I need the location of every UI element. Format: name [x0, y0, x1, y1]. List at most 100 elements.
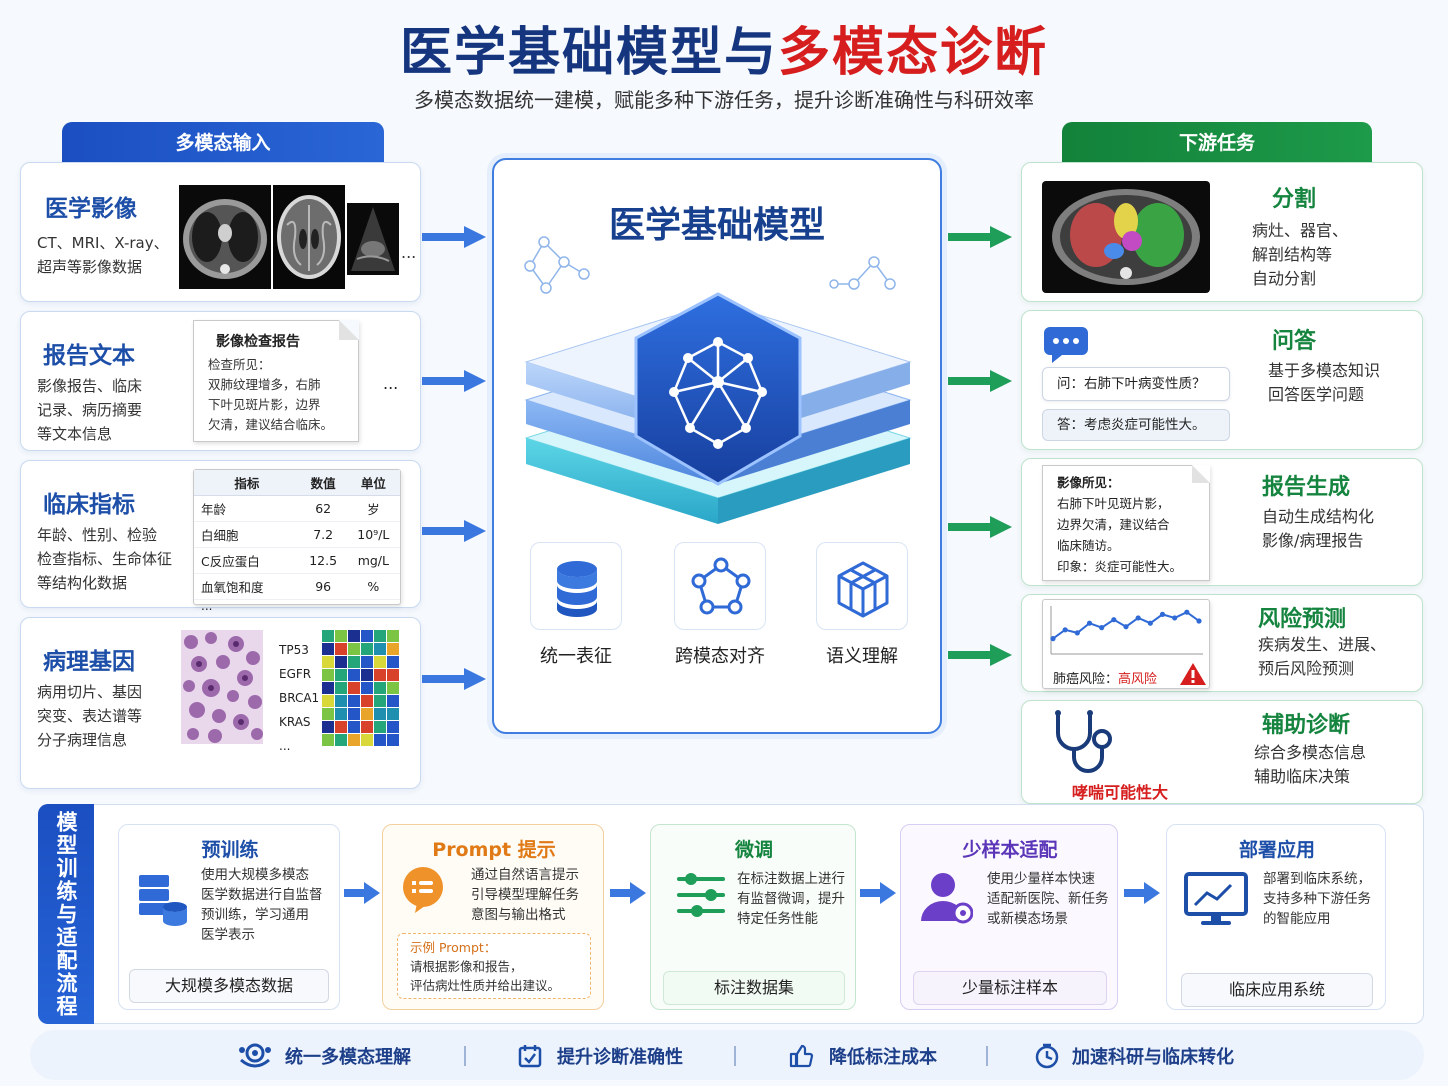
task-qa-desc-2: 回答医学问题 — [1268, 385, 1365, 404]
flow-step-title: 微调 — [734, 839, 773, 861]
foundation-model-title: 医学基础模型 — [608, 205, 825, 246]
heatmap-cell — [322, 695, 334, 707]
table-header: 数值 — [299, 470, 347, 496]
arrow-right-icon — [422, 226, 486, 248]
heatmap-cell — [322, 708, 334, 720]
thumbs-up-icon — [789, 1044, 814, 1068]
heatmap-cell — [387, 734, 399, 746]
task-qa-desc-1: 基于多模态知识 — [1268, 361, 1381, 380]
gene-expression-heatmap — [322, 630, 399, 746]
flow-step-finetune: 微调 在标注数据上进行有监督微调，提升特定任务性能 标注数据集 — [650, 824, 856, 1010]
heatmap-cell — [361, 656, 373, 668]
heatmap-cell — [348, 708, 360, 720]
warning-icon — [1180, 663, 1206, 685]
task-segmentation-card: 分割 病灶、器官、 解剖结构等 自动分割 — [1021, 162, 1423, 302]
arrow-right-icon — [948, 226, 1012, 248]
flow-step-desc: 通过自然语言提示引导模型理解任务意图与输出格式 — [471, 867, 579, 923]
gene-label: TP53 — [279, 643, 309, 657]
risk-level: 高风险 — [1118, 672, 1158, 687]
input-clinical-desc-2: 检查指标、生命体征 — [37, 550, 173, 568]
clock-icon — [1035, 1043, 1059, 1069]
heatmap-cell — [387, 643, 399, 655]
task-segmentation-desc-2: 解剖结构等 — [1252, 245, 1333, 264]
separator — [734, 1046, 736, 1066]
report-doc-body: 检查所见： 双肺纹理增多，右肺 下叶见斑片影，边界 欠清，建议结合临床。 — [208, 357, 334, 432]
input-clinical-desc-1: 年龄、性别、检验 — [37, 526, 158, 544]
generated-report-body: 影像所见： 右肺下叶见斑片影， 边界欠清，建议结合 临床随访。 印象：炎症可能性… — [1057, 475, 1183, 574]
flow-step-desc: 使用大规模多模态医学数据进行自监督预训练，学习通用医学表示 — [201, 867, 323, 943]
heatmap-cell — [374, 630, 386, 642]
feature-box-semantic — [816, 542, 908, 630]
flow-step-title: 预训练 — [201, 839, 259, 861]
report-document: 影像检查报告 检查所见： 双肺纹理增多，右肺 下叶见斑片影，边界 欠清，建议结合… — [193, 320, 359, 442]
qa-answer-bubble: 答：考虑炎症可能性大。 — [1042, 409, 1230, 441]
server-database-icon — [139, 875, 187, 926]
molecule-icon — [524, 236, 590, 294]
risk-trend-point — [1172, 615, 1178, 621]
separator — [464, 1046, 466, 1066]
gene-label: BRCA1 — [279, 691, 320, 705]
feature-box-alignment — [674, 542, 766, 630]
heatmap-cell — [387, 630, 399, 642]
heatmap-cell — [322, 682, 334, 694]
risk-trend-point — [1111, 617, 1117, 623]
model-core-illustration — [524, 292, 912, 524]
task-report-desc-1: 自动生成结构化 — [1262, 507, 1375, 526]
inputs-header: 多模态输入 — [62, 122, 384, 162]
heatmap-cell — [322, 643, 334, 655]
heatmap-cell — [361, 630, 373, 642]
heatmap-cell — [348, 721, 360, 733]
flow-step-data-box: 少量标注样本 — [913, 971, 1107, 1005]
cube-icon — [837, 561, 889, 618]
heatmap-cell — [361, 682, 373, 694]
arrow-right-icon — [1124, 882, 1160, 904]
table-header: 指标 — [194, 470, 300, 496]
flow-step-desc: 在标注数据上进行有监督微调，提升特定任务性能 — [737, 871, 845, 927]
heatmap-cell — [387, 682, 399, 694]
heatmap-cell — [348, 734, 360, 746]
heatmap-cell — [374, 682, 386, 694]
table-ellipsis: ... — [201, 599, 213, 613]
input-pathology-desc-3: 分子病理信息 — [37, 731, 128, 749]
heatmap-cell — [361, 708, 373, 720]
heatmap-cell — [361, 669, 373, 681]
brain-network-icon — [239, 1043, 271, 1068]
separator — [986, 1046, 988, 1066]
arrow-right-icon — [610, 882, 646, 904]
sliders-icon — [677, 873, 725, 917]
input-imaging-title: 医学影像 — [45, 196, 137, 222]
input-clinical-card: 临床指标 年龄、性别、检验 检查指标、生命体征 等结构化数据 指标 数值 单位 … — [20, 460, 421, 612]
risk-trend-point — [1099, 625, 1105, 631]
generated-report-document: 影像所见： 右肺下叶见斑片影， 边界欠清，建议结合 临床随访。 印象：炎症可能性… — [1042, 465, 1210, 581]
risk-trend-point — [1050, 636, 1056, 642]
page-fold — [1192, 465, 1210, 483]
heatmap-cell — [374, 721, 386, 733]
page-fold — [339, 320, 359, 340]
pathology-slide-image — [181, 630, 263, 744]
benefit-unified: 统一多模态理解 — [285, 1047, 411, 1068]
ultrasound-image — [347, 203, 399, 275]
task-report-desc-2: 影像/病理报告 — [1262, 531, 1364, 550]
heatmap-cell — [387, 721, 399, 733]
input-report-desc-3: 等文本信息 — [37, 425, 113, 443]
gene-label: KRAS — [279, 715, 311, 729]
heatmap-cell — [335, 682, 347, 694]
flow-step-data-box: 大规模多模态数据 — [129, 969, 329, 1003]
flow-step-title: 部署应用 — [1238, 839, 1315, 861]
task-diagnosis-desc-2: 辅助临床决策 — [1254, 767, 1351, 786]
heatmap-cell — [335, 630, 347, 642]
arrow-right-icon — [860, 882, 896, 904]
monitor-chart-icon — [1184, 872, 1248, 925]
heatmap-cell — [348, 643, 360, 655]
task-risk-desc-2: 预后风险预测 — [1258, 659, 1355, 678]
input-pathology-desc-2: 突变、表达谱等 — [37, 707, 143, 725]
benefit-translation: 加速科研与临床转化 — [1072, 1047, 1234, 1068]
arrow-right-icon — [344, 882, 380, 904]
flow-step-data-box: 临床应用系统 — [1181, 973, 1373, 1007]
heatmap-cell — [348, 682, 360, 694]
imaging-ellipsis: ... — [401, 243, 417, 262]
